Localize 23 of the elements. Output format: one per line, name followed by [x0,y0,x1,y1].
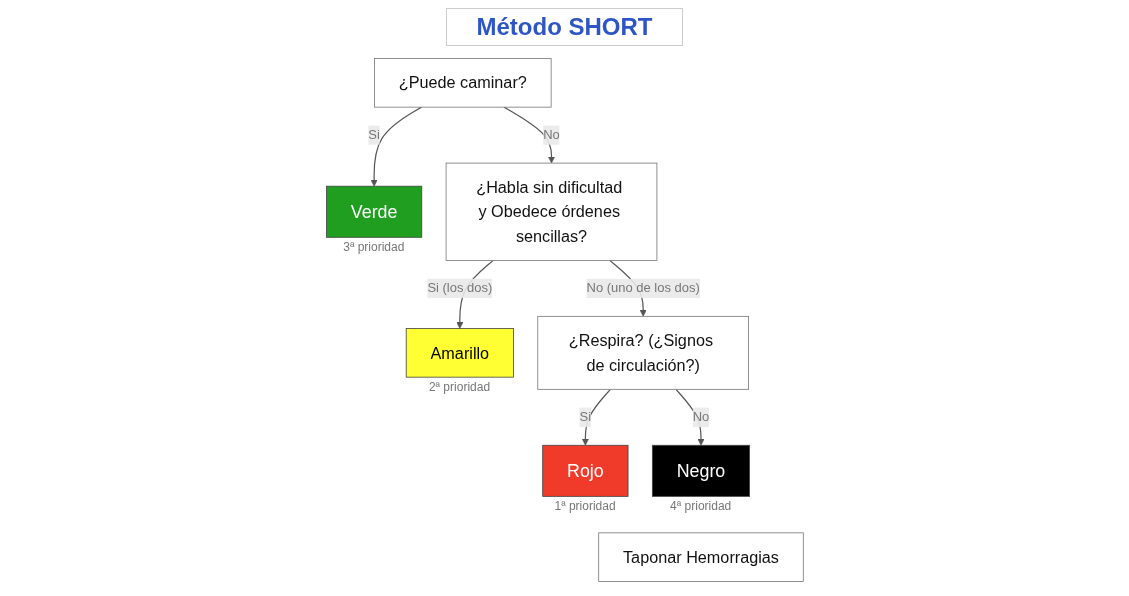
edge-label: Si (los dos) [426,281,492,295]
arrow [581,388,611,446]
node-box: ¿Respira? (¿Signos de circulación?) [536,315,749,390]
node-box: Negro [651,444,750,497]
arrow [503,106,555,164]
priority-note: 1ª prioridad [554,499,616,514]
priority-note: 2ª prioridad [428,380,491,395]
edge-label: No [692,410,709,424]
edge-label: No (uno de los dos) [586,281,700,295]
arrow [370,106,422,187]
node-box: Taponar Hemorragias [597,532,804,582]
node-box: Rojo [541,444,629,497]
edge-label: Si [367,127,380,142]
edge-label: Si [579,410,591,424]
edge-label: No [542,127,560,142]
priority-note: 3ª prioridad [343,240,405,255]
node-box: ¿Habla sin dificultad y Obedece órdenes sencillas? [445,162,657,261]
title-banner: Método SHORT [445,8,684,46]
priority-note: 4ª prioridad [670,499,732,514]
node-box: ¿Puede caminar? [373,58,552,108]
arrow [674,388,705,446]
node-box: Amarillo [405,328,514,378]
node-box: Verde [325,185,422,238]
